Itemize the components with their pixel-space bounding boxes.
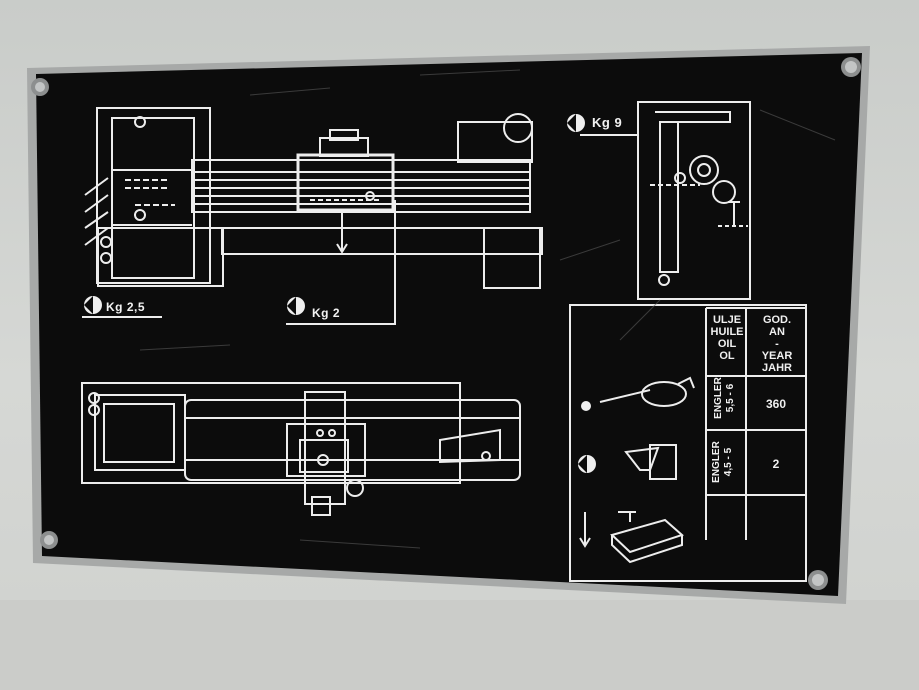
header-year-jahr: JAHR <box>762 362 792 374</box>
lubrication-table <box>569 304 807 582</box>
oil-cup-icon <box>624 444 677 480</box>
screw-icon <box>841 57 861 77</box>
tap-icon <box>618 511 636 522</box>
row1-viscosity: ENGLER 5,5 - 6 <box>713 377 736 419</box>
gearbox-section-view <box>580 101 751 300</box>
label-kg-2-5: Kg 2,5 <box>106 300 146 314</box>
header-year-god: GOD. <box>762 314 792 326</box>
label-kg-9: Kg 9 <box>592 115 623 130</box>
row2-viscosity: ENGLER 4,5 - 5 <box>711 441 734 483</box>
row1-interval: 360 <box>765 397 787 411</box>
screw-icon <box>40 531 58 549</box>
scratch-texture <box>139 69 836 549</box>
lathe-side-view <box>82 107 543 325</box>
lathe-top-view <box>81 382 521 516</box>
header-year-an: AN <box>769 326 785 338</box>
header-oil-ulje: ULJE <box>712 314 742 326</box>
tray-icon <box>610 518 684 564</box>
table-header-year: GOD. AN - YEAR JAHR <box>752 314 802 374</box>
header-year-year: YEAR <box>761 350 793 362</box>
header-oil-oil: OIL <box>717 338 737 350</box>
header-oil-ol: OL <box>719 350 735 362</box>
table-header-oil: ULJE HUILE OIL OL <box>710 314 744 362</box>
header-year-dash: - <box>775 338 779 350</box>
header-oil-huile: HUILE <box>710 326 744 338</box>
screw-icon <box>31 78 49 96</box>
label-kg-2: Kg 2 <box>312 306 341 320</box>
drain-arrow-icon <box>579 512 591 548</box>
wall-lower <box>0 600 919 690</box>
oil-can-icon <box>599 376 695 407</box>
row2-interval: 2 <box>772 457 780 471</box>
screw-icon <box>808 570 828 590</box>
